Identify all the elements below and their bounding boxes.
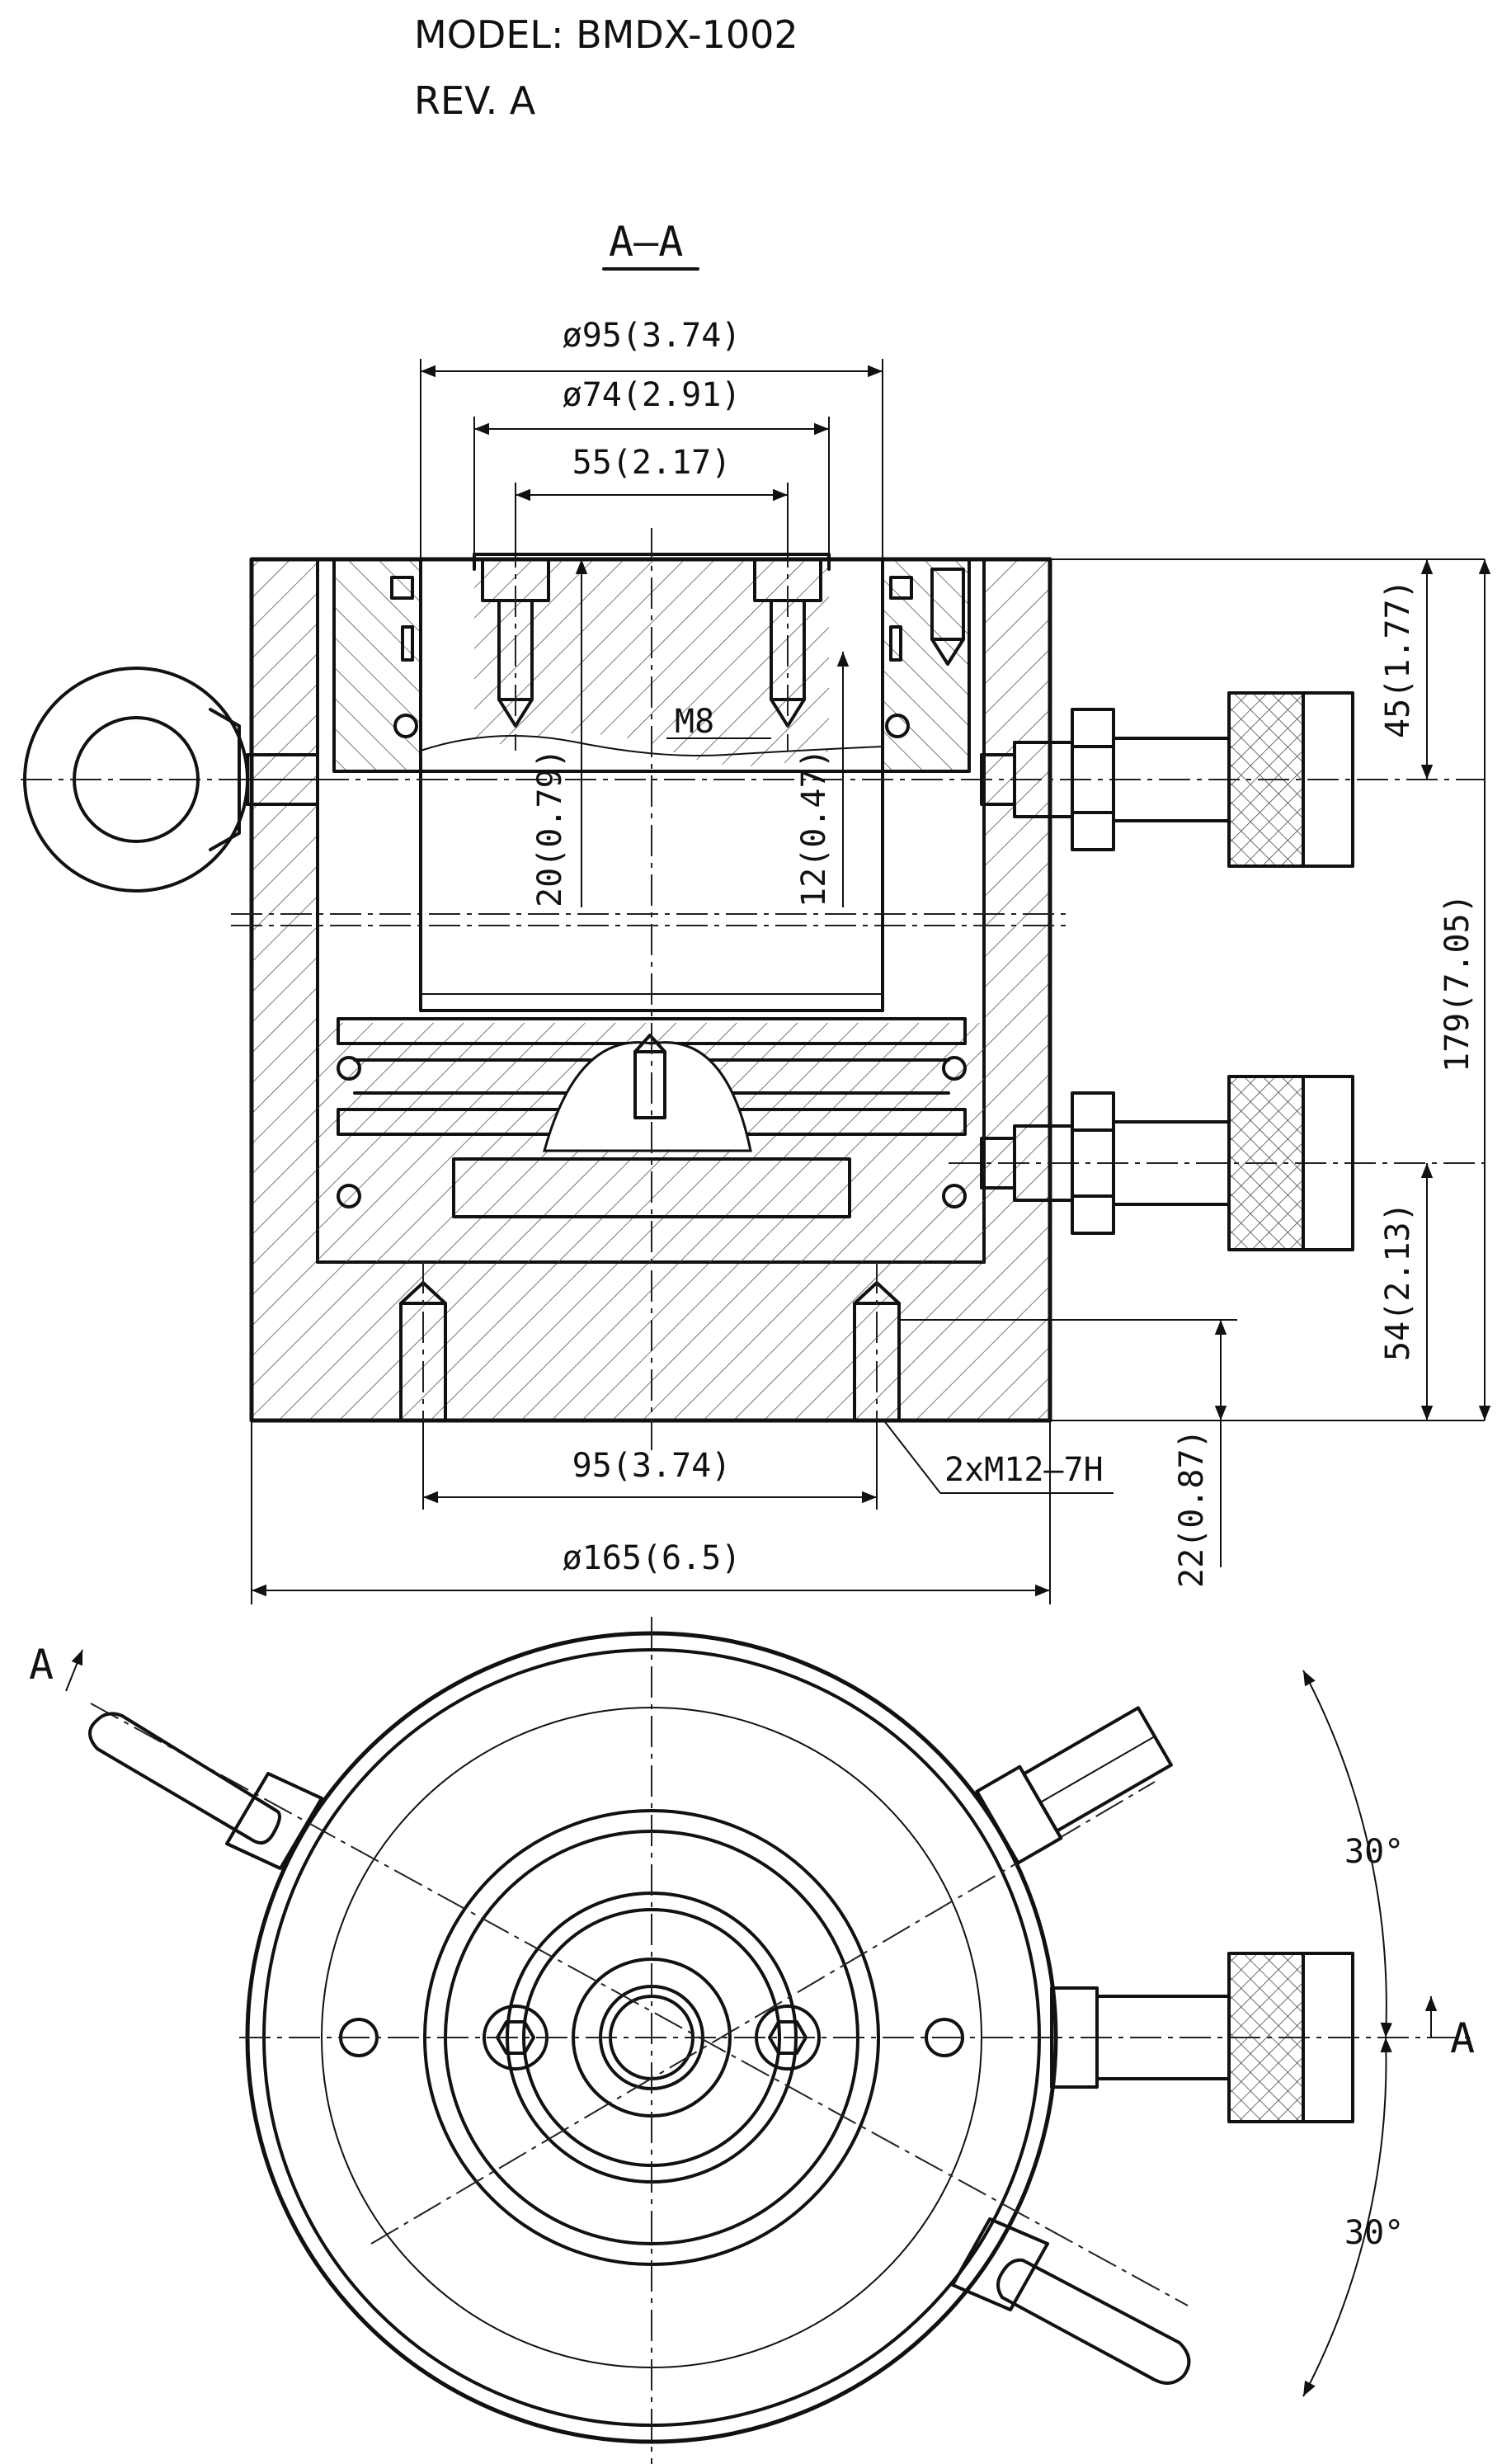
- handle-lower-right: [951, 2217, 1191, 2385]
- dim-outer-dia: ø165(6.5): [563, 1539, 742, 1577]
- dim-base-spacing: 95(3.74): [572, 1447, 732, 1485]
- plan-coupler-upper: [975, 1706, 1173, 1865]
- section-mark-left: A: [29, 1641, 54, 1689]
- section-mark-right: A: [1450, 2014, 1475, 2062]
- angle-upper: 30°: [1344, 1833, 1404, 1871]
- angle-lower: 30°: [1344, 2214, 1404, 2252]
- dim-overall-height: 179(7.05): [1438, 893, 1476, 1072]
- dim-depth-20: 20(0.79): [531, 748, 569, 907]
- revision-label: REV. A: [414, 78, 536, 123]
- coupler-lower: [980, 1075, 1354, 1251]
- dim-port-top: 45(1.77): [1379, 579, 1417, 738]
- dim-depth-12: 12(0.47): [795, 748, 833, 907]
- dim-bore-74: ø74(2.91): [563, 376, 742, 414]
- coupler-upper: [980, 691, 1354, 868]
- dim-bore-95: ø95(3.74): [563, 317, 742, 355]
- dim-base-thread: 2xM12–7H: [944, 1451, 1104, 1489]
- dim-bolt-spacing: 55(2.17): [572, 444, 732, 482]
- plan-view: A A 30° 30°: [29, 1617, 1476, 2464]
- section-view: A–A: [21, 218, 1491, 1604]
- model-label: MODEL: BMDX-1002: [414, 12, 798, 57]
- lifting-eye: [23, 667, 319, 893]
- dim-port-bottom: 54(2.13): [1379, 1202, 1417, 1361]
- handle-upper-left: [88, 1712, 323, 1870]
- dim-thread-m8: M8: [675, 703, 714, 741]
- vent-screw: [930, 568, 965, 641]
- dim-base-depth: 22(0.87): [1173, 1429, 1211, 1588]
- section-title: A–A: [609, 218, 683, 266]
- plunger-upper: [332, 553, 971, 1012]
